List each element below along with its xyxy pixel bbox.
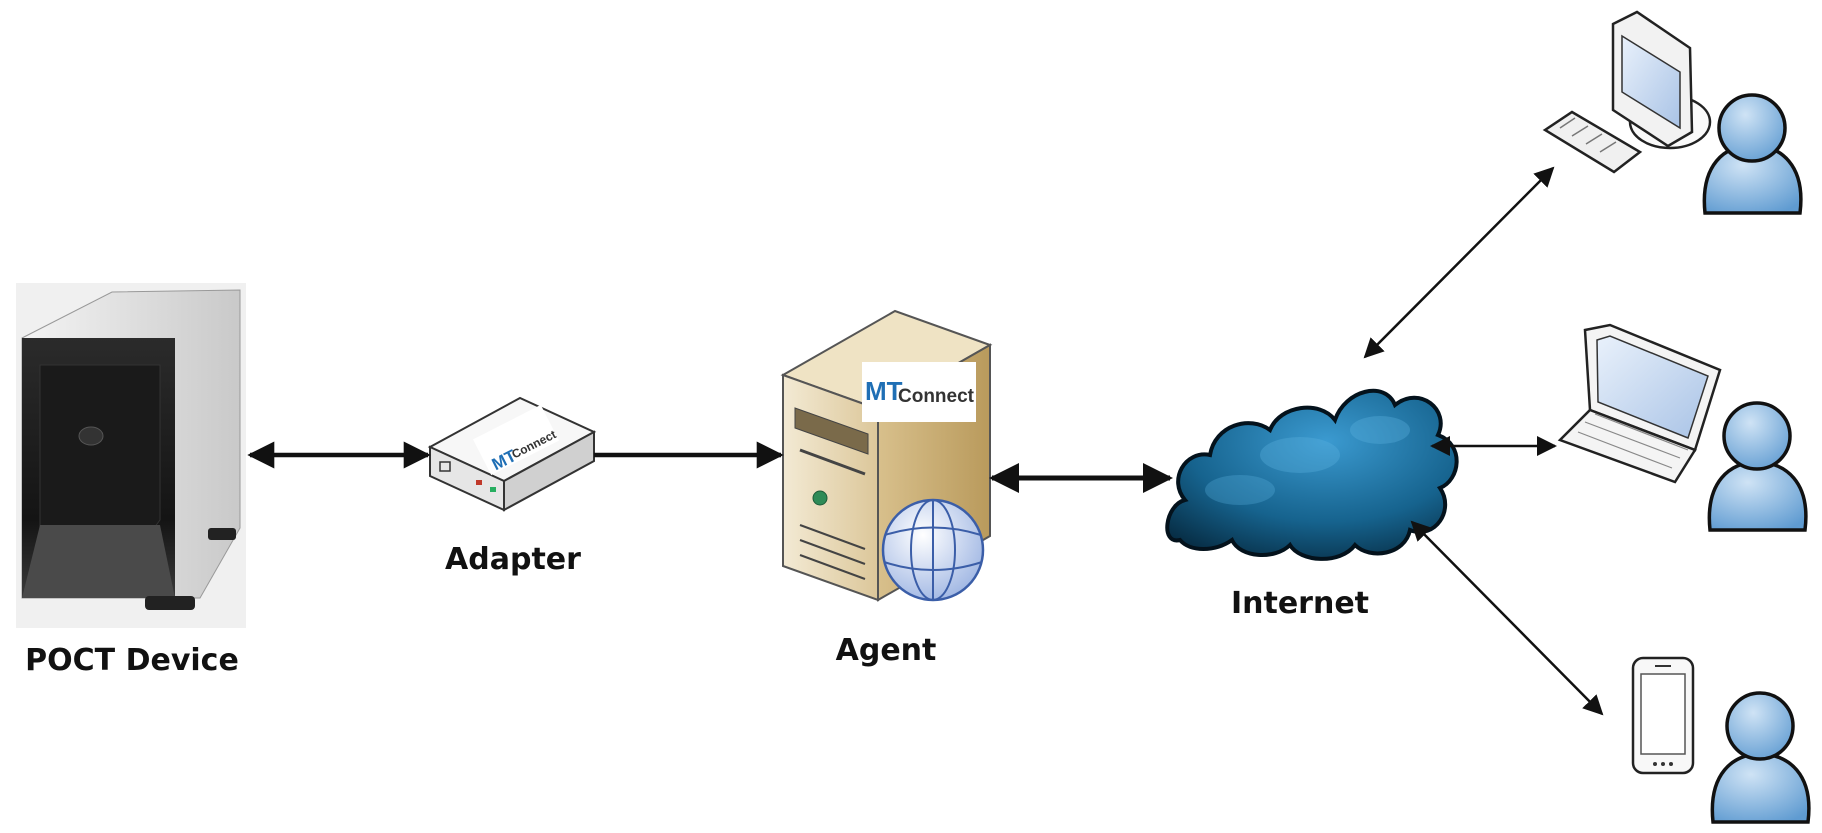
internet-label: Internet bbox=[1230, 586, 1370, 621]
poct-device-label: POCT Device bbox=[25, 643, 239, 678]
internet-cloud-icon bbox=[1165, 388, 1459, 561]
adapter-icon: MT Connect bbox=[427, 396, 597, 512]
connector-internet-smartphone bbox=[1410, 520, 1604, 716]
agent-server-icon: MT Connect bbox=[780, 309, 993, 602]
adapter-label: Adapter bbox=[445, 542, 581, 577]
user-icon bbox=[1710, 691, 1811, 824]
poct-device-icon bbox=[16, 283, 246, 628]
globe-icon bbox=[881, 498, 985, 602]
agent-logo-connect: Connect bbox=[898, 386, 975, 407]
agent-logo-mt: MT bbox=[865, 376, 903, 406]
connector-internet-desktop bbox=[1363, 166, 1555, 359]
desktop-computer-icon bbox=[1542, 10, 1712, 174]
laptop-icon bbox=[1557, 323, 1722, 484]
user-icon bbox=[1702, 93, 1803, 215]
agent-label: Agent bbox=[835, 633, 937, 668]
user-icon bbox=[1707, 401, 1808, 532]
smartphone-icon bbox=[1631, 656, 1695, 775]
